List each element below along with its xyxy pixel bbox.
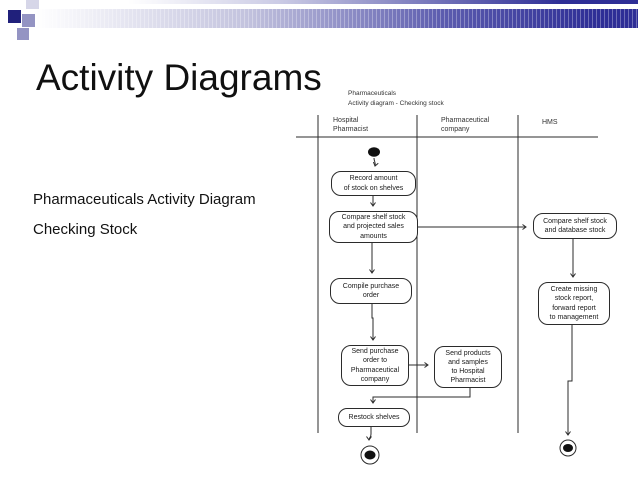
end-node-pharmacist-outer [360,445,380,465]
activity-send-purchase-order: Send purchase order to Pharmaceutical co… [341,345,409,386]
activity-restock-shelves: Restock shelves [338,408,410,427]
diagram-title: Pharmaceuticals Activity diagram - Check… [348,90,444,107]
caption-line-1: Pharmaceuticals Activity Diagram [33,191,256,208]
slide-title: Activity Diagrams [36,57,322,98]
deco-square-light [26,0,39,9]
caption-line-2: Checking Stock [33,221,138,238]
end-node-hms-outer [559,439,577,457]
slide-caption: Pharmaceuticals Activity Diagram Checkin… [33,191,256,251]
deco-square-medium-lower [17,28,29,40]
lane-label-hms: HMS [542,119,558,126]
flow-compile-to-send-order [370,304,376,341]
activity-compile-purchase-order: Compile purchase order [330,278,412,304]
lane-label-pharmaceutical-company: Pharmaceutical company [441,117,490,134]
activity-compare-database-stock: Compare shelf stock and database stock [533,213,617,239]
flow-restock-to-end [366,427,372,441]
start-node-icon [368,147,380,157]
lane-label-hospital-pharmacist: Hospital Pharmacist [333,117,369,134]
flow-send-products-to-restock [370,388,471,404]
end-node-hms-inner [563,444,573,452]
flow-report-to-end [565,325,573,436]
deco-square-dark [8,10,21,23]
flow-start-to-record [372,157,379,167]
activity-create-missing-stock-report: Create missing stock report, forward rep… [538,282,610,325]
end-node-pharmacist-inner [364,450,376,460]
activity-compare-shelf-projected: Compare shelf stock and projected sales … [329,211,418,243]
deco-square-medium [22,14,35,27]
top-gradient-bar [36,9,638,28]
activity-record-stock: Record amount of stock on shelves [331,171,416,196]
top-thin-gradient-bar [128,0,638,4]
activity-send-products: Send products and samples to Hospital Ph… [434,346,502,388]
